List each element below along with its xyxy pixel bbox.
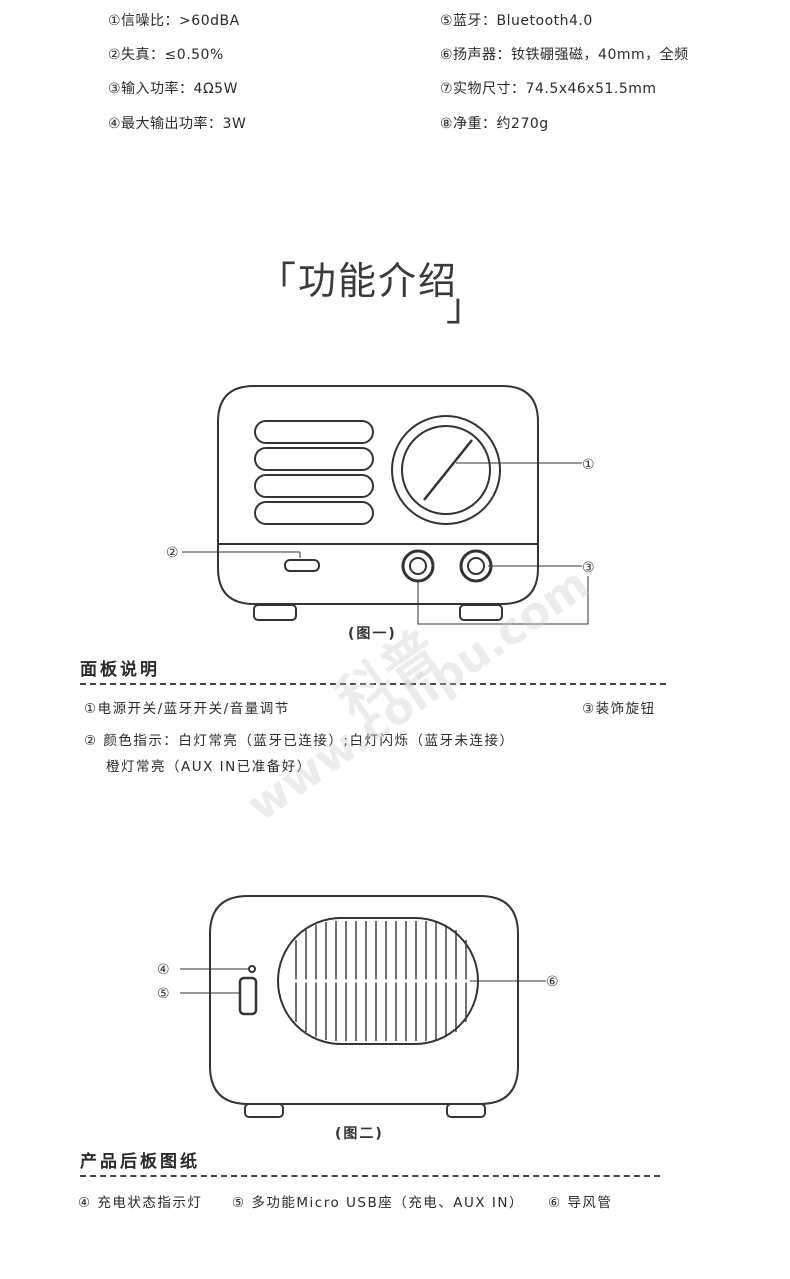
panel-divider	[80, 683, 666, 685]
feature-title: 「功能介绍	[258, 250, 458, 305]
back-title: 产品后板图纸	[80, 1152, 200, 1172]
spec-input-power: ③输入功率：4Ω5W	[108, 81, 238, 97]
back-vent-slots	[280, 921, 476, 1041]
back-foot-right	[446, 1103, 486, 1118]
back-item-5: ⑤ 多功能Micro USB座（充电、AUX IN）	[232, 1195, 524, 1211]
foot-left	[253, 604, 297, 621]
indicator-light	[284, 559, 320, 572]
callout-3: ③	[582, 560, 595, 576]
callout-6: ⑥	[546, 974, 559, 990]
callout-4: ④	[157, 962, 170, 978]
radio-body-outline	[217, 385, 539, 605]
spec-snr: ①信噪比：>60dBA	[108, 13, 240, 29]
figure1-caption: (图一)	[348, 626, 397, 642]
grille-slot	[254, 501, 374, 525]
dial-needle	[423, 439, 473, 501]
callout-5: ⑤	[157, 986, 170, 1002]
back-divider	[80, 1175, 660, 1177]
back-item-4: ④ 充电状态指示灯	[78, 1195, 203, 1211]
figure2-caption: (图二)	[335, 1126, 384, 1142]
dial-inner-ring	[401, 425, 491, 515]
panel-title: 面板说明	[80, 660, 160, 680]
spec-max-output: ④最大输出功率：3W	[108, 116, 247, 132]
spec-distortion: ②失真：≤0.50%	[108, 47, 224, 63]
spec-speaker: ⑥扬声器：钕铁硼强磁，40mm，全频	[440, 47, 689, 63]
panel-line-3: 橙灯常亮（AUX IN已准备好）	[106, 759, 312, 775]
panel-line-2: ② 颜色指示：白灯常亮（蓝牙已连接）;白灯闪烁（蓝牙未连接）	[84, 733, 515, 749]
spec-dimensions: ⑦实物尺寸：74.5x46x51.5mm	[440, 81, 657, 97]
usb-port	[238, 976, 258, 1016]
title-close-bracket: 」	[446, 285, 487, 329]
knob-right	[459, 549, 493, 583]
charging-led	[248, 965, 256, 973]
grille-slot	[254, 447, 374, 471]
panel-line-1-right: ③装饰旋钮	[582, 701, 656, 717]
back-foot-left	[244, 1103, 284, 1118]
dial-outer-ring	[391, 415, 501, 525]
spec-bluetooth: ⑤蓝牙：Bluetooth4.0	[440, 13, 593, 29]
knob-left	[401, 549, 435, 583]
grille-slot	[254, 474, 374, 498]
grille-slot	[254, 420, 374, 444]
panel-line-1: ①电源开关/蓝牙开关/音量调节	[84, 701, 290, 717]
back-item-6: ⑥ 导风管	[548, 1195, 613, 1211]
callout-2: ②	[166, 545, 179, 561]
title-open-bracket: 「	[258, 259, 299, 303]
spec-weight: ⑧净重：约270g	[440, 116, 549, 132]
title-text: 功能介绍	[298, 259, 459, 303]
foot-right	[459, 604, 503, 621]
callout-1: ①	[582, 457, 595, 473]
